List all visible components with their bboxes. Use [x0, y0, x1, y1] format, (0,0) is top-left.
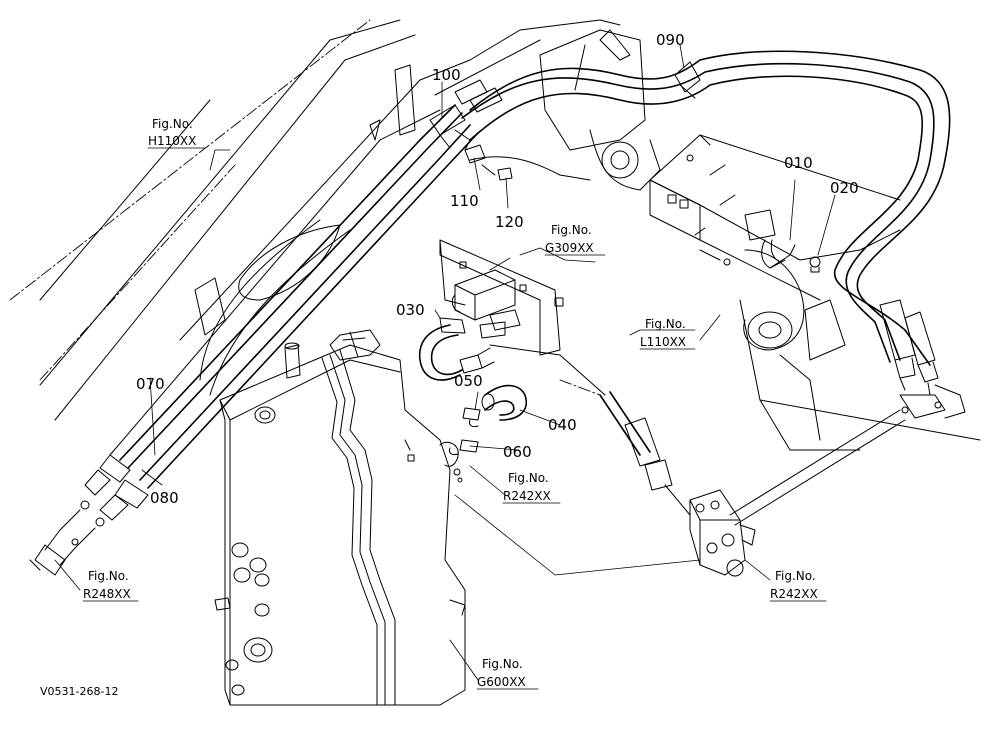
svg-text:Fig.No.: Fig.No.	[775, 569, 816, 583]
valve-bracket-g309	[439, 239, 564, 356]
leader-lines	[54, 44, 836, 681]
svg-text:Fig.No.: Fig.No.	[482, 657, 523, 671]
tank-g600	[214, 329, 466, 706]
valve-block	[689, 489, 756, 577]
svg-text:H110XX: H110XX	[148, 134, 196, 148]
part-labels: 100 110 120 090 010 020 030 050 040 060 …	[136, 31, 859, 507]
drawing-code: V0531-268-12	[40, 685, 118, 698]
part-060-label: 060	[503, 443, 532, 461]
hose-030-040	[418, 317, 701, 576]
hose-fittings-right	[729, 299, 966, 526]
reference-lines	[9, 19, 601, 396]
frame-right-bracket	[649, 134, 981, 451]
hose-070-080	[29, 79, 513, 576]
part-050-label: 050	[454, 372, 483, 390]
svg-text:R242XX: R242XX	[770, 587, 818, 601]
part-020-label: 020	[830, 179, 859, 197]
fig-ref-g309: Fig.No. G309XX	[544, 223, 606, 256]
fig-ref-g600: Fig.No. G600XX	[476, 657, 539, 690]
fig-ref-l110: Fig.No. L110XX	[639, 317, 696, 350]
part-120-label: 120	[495, 213, 524, 231]
fig-ref-r248: Fig.No. R248XX	[82, 569, 139, 602]
part-100-label: 100	[432, 66, 461, 84]
svg-text:G600XX: G600XX	[477, 675, 526, 689]
svg-text:Fig.No.: Fig.No.	[645, 317, 686, 331]
svg-text:R248XX: R248XX	[83, 587, 131, 601]
svg-text:Fig.No.: Fig.No.	[508, 471, 549, 485]
hose-090	[461, 50, 951, 366]
svg-text:L110XX: L110XX	[640, 335, 686, 349]
frame-arm	[39, 19, 661, 456]
fig-ref-r242-bottom: Fig.No. R242XX	[769, 569, 827, 602]
fig-ref-r242-top: Fig.No. R242XX	[502, 471, 561, 504]
svg-text:Fig.No.: Fig.No.	[152, 117, 193, 131]
part-030-label: 030	[396, 301, 425, 319]
svg-text:G309XX: G309XX	[545, 241, 594, 255]
part-090-label: 090	[656, 31, 685, 49]
part-040-label: 040	[548, 416, 577, 434]
part-070-label: 070	[136, 375, 165, 393]
part-080-label: 080	[150, 489, 179, 507]
figure-refs: Fig.No. H110XX Fig.No. G309XX Fig.No. L1…	[82, 117, 827, 690]
part-110-label: 110	[450, 192, 479, 210]
svg-text:R242XX: R242XX	[503, 489, 551, 503]
part-010-label: 010	[784, 154, 813, 172]
fig-ref-h110: Fig.No. H110XX	[147, 117, 206, 149]
svg-text:Fig.No.: Fig.No.	[551, 223, 592, 237]
svg-text:Fig.No.: Fig.No.	[88, 569, 129, 583]
